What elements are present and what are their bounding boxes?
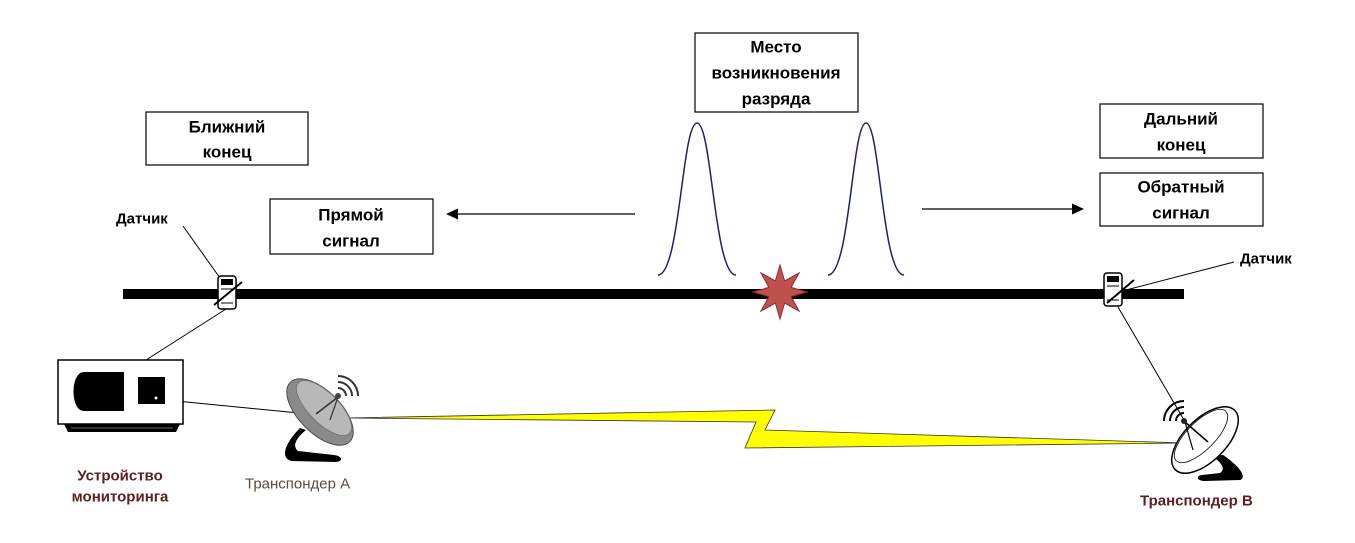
monitoring-device-label-line-2: мониторинга (72, 489, 169, 506)
direct-signal-line-2: сигнал (322, 232, 380, 251)
transponder-a-stand (285, 428, 342, 462)
near-end-line-1: Ближний (189, 118, 266, 137)
far-end-box: Дальний конец (1099, 103, 1264, 159)
transponder-b-satellite-dish-icon (1163, 400, 1243, 481)
far-end-line-2: конец (1157, 136, 1206, 155)
sensor-left-screen (221, 279, 233, 285)
far-end-line-1: Дальний (1144, 110, 1218, 129)
transponder-b-stand (1197, 455, 1243, 481)
pulse-left (657, 122, 737, 276)
sensor-right-label: Датчик (1240, 251, 1292, 268)
sensor-right-leader (1125, 261, 1235, 291)
transponder-a-label: Транспондер А (245, 476, 350, 493)
direct-signal-box: Прямой сигнал (269, 198, 434, 255)
monitoring-device-module (138, 377, 165, 404)
discharge-location-line-1: Место (750, 38, 801, 57)
arrow-right-head (1072, 203, 1084, 215)
arrow-left-head (446, 208, 458, 220)
direct-signal-box-frame (269, 198, 434, 255)
transponder-a-wave-2 (337, 381, 353, 397)
transponder-a-feed-arm (315, 396, 339, 415)
sensor-left-leader (182, 225, 221, 279)
monitoring-device-port (154, 396, 158, 400)
transponder-a-wave-3 (337, 375, 359, 397)
sensor-right-screen (1107, 276, 1119, 282)
discharge-star-icon (751, 263, 809, 321)
transponder-b-feed-head (1181, 418, 1187, 424)
transponder-b-feed-arm-2 (1184, 421, 1194, 451)
reverse-signal-line-1: Обратный (1137, 178, 1224, 197)
discharge-location-box-frame (694, 32, 859, 113)
transponder-a-wave-1 (337, 387, 347, 397)
sensor-left-icon (213, 275, 243, 310)
discharge-location-line-2: возникновения (711, 64, 840, 83)
transponder-b-label: Транспондер В (1140, 493, 1253, 510)
reverse-signal-line-2: сигнал (1152, 204, 1210, 223)
monitoring-device-label-line-1: Устройство (77, 468, 163, 485)
transponder-a-feed-head (335, 393, 341, 399)
direct-signal-line-1: Прямой (318, 206, 384, 225)
sensor-right-icon (1103, 272, 1135, 307)
sensor-right-to-transponder-b-cable (1117, 306, 1185, 421)
near-end-box: Ближний конец (145, 111, 309, 166)
far-end-box-frame (1099, 103, 1264, 159)
transponder-b-wave-1 (1175, 412, 1185, 422)
transponder-a-signal-waves-icon (337, 375, 359, 397)
transponder-a-satellite-dish-icon (285, 375, 359, 462)
sensor-left-clamp (213, 281, 243, 306)
monitoring-device-display (73, 372, 124, 411)
near-end-box-frame (145, 111, 309, 166)
transponder-a-feed-arm-2 (329, 396, 339, 421)
power-line (123, 289, 1184, 299)
arrow-left (446, 208, 635, 220)
transponder-b-signal-waves-icon (1163, 400, 1185, 422)
monitoring-device-icon (57, 359, 184, 432)
arrow-right (922, 203, 1084, 215)
transponder-b-wave-3 (1163, 400, 1185, 422)
reverse-signal-box-frame (1099, 172, 1264, 227)
reverse-signal-box: Обратный сигнал (1099, 172, 1264, 227)
transponder-b-feed-arm (1184, 421, 1209, 443)
lightning-bolt-icon (344, 409, 1186, 449)
transponder-b-wave-2 (1169, 406, 1185, 422)
discharge-location-box: Место возникновения разряда (694, 32, 859, 113)
discharge-location-line-3: разряда (742, 90, 811, 109)
sensor-right-clamp (1106, 279, 1135, 304)
sensor-left-to-device-cable (145, 308, 227, 361)
sensor-left-label: Датчик (116, 211, 168, 228)
near-end-line-2: конец (203, 143, 252, 162)
pulse-right (827, 122, 905, 276)
